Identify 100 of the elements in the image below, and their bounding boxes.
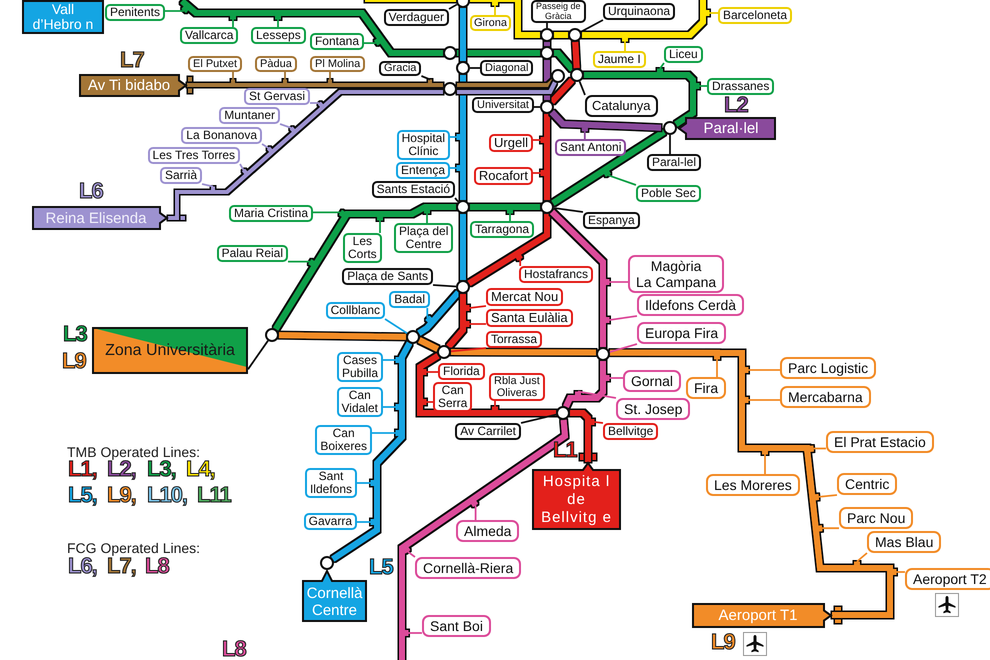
- line-code: L9,: [107, 484, 136, 506]
- station-label: Mas Blau: [867, 531, 942, 553]
- metro-line: [399, 420, 568, 660]
- leader-line: [624, 42, 626, 51]
- metro-line: [550, 78, 574, 104]
- metro-line: [460, 214, 466, 280]
- terminus-label: Vall d’Hebro n: [22, 0, 104, 34]
- leader-line: [426, 401, 433, 403]
- station-label: Tarragona: [470, 221, 534, 238]
- station-label: Fontana: [310, 33, 364, 50]
- line-code: L3,: [147, 458, 176, 480]
- station-label: Fira: [686, 377, 726, 399]
- leader-line: [310, 102, 320, 104]
- interchange-circle: [570, 68, 584, 82]
- station-label: Rocafort: [474, 167, 533, 185]
- interchange-circle: [320, 556, 334, 570]
- leader-line: [578, 81, 586, 96]
- station-label: Poble Sec: [636, 185, 701, 202]
- terminus-label: Paral·lel: [678, 117, 776, 140]
- station-label: Parc Logistic: [780, 357, 876, 379]
- leader-line: [384, 318, 408, 334]
- leader-line: [408, 632, 422, 634]
- station-label: Magòria La Campana: [628, 255, 724, 293]
- station-label: Hospital Clínic: [396, 130, 450, 160]
- leader-line: [432, 284, 456, 288]
- metro-line: [467, 214, 550, 286]
- line-code: L6: [79, 180, 103, 202]
- metro-line: [454, 75, 466, 200]
- station-label: Mercabarna: [780, 386, 871, 408]
- metro-line: [470, 0, 540, 38]
- line-code: L10,: [147, 484, 188, 506]
- interchange-circle: [437, 345, 451, 359]
- leader-line: [822, 527, 839, 530]
- legend-heading: FCG Operated Lines:: [67, 541, 200, 556]
- leader-line: [202, 183, 214, 188]
- leader-line: [494, 6, 496, 15]
- station-label: Gornal: [623, 370, 682, 392]
- station-label: El Prat Estacio: [826, 431, 934, 453]
- line-code: L7,: [107, 555, 136, 577]
- line-code: L8: [222, 638, 246, 660]
- line-code: L2,: [107, 458, 136, 480]
- interchange-circle: [265, 328, 279, 342]
- line-code: L6,: [68, 555, 97, 577]
- metro-line: [470, 204, 540, 216]
- station-label: Vallcarca: [180, 27, 238, 44]
- leader-line: [700, 85, 707, 87]
- line-code: L11: [197, 484, 231, 506]
- metro-line: [538, 114, 550, 200]
- leader-line: [856, 552, 868, 562]
- leader-line: [372, 432, 396, 434]
- metro-line: [554, 32, 568, 38]
- leader-line: [814, 448, 826, 450]
- interchange-circle: [540, 28, 554, 42]
- line-code: L1,: [68, 458, 97, 480]
- leader-line: [232, 72, 234, 80]
- station-label: Almeda: [456, 520, 520, 542]
- interchange-label: Gracia: [379, 61, 422, 76]
- terminus-label: Cornellà Centre: [302, 570, 367, 622]
- leader-line: [609, 343, 638, 353]
- line-code: L9: [62, 350, 86, 372]
- metro-line: [365, 0, 456, 2]
- leader-line: [594, 421, 604, 424]
- station-label: Ildefons Cerdà: [637, 294, 744, 316]
- interchange-circle: [456, 61, 470, 75]
- station-label: Mercat Nou: [486, 288, 564, 306]
- line-code: L4,: [186, 458, 215, 480]
- metro-line: [168, 90, 443, 220]
- leader-line: [448, 4, 458, 10]
- station-label: Maria Cristina: [228, 205, 313, 222]
- interchange-label: Av Carrilet: [455, 423, 521, 440]
- metro-line: [544, 60, 550, 100]
- interchange-circle: [540, 200, 554, 214]
- metro-line: [180, 0, 443, 56]
- interchange-label: Plaça de Sants: [342, 268, 433, 285]
- station-label: Pl Molina: [310, 56, 366, 72]
- interchange-label: Espanya: [583, 212, 640, 229]
- station-label: Sant Boi: [422, 615, 491, 637]
- interchange-label: Passeig de Gràcia: [531, 0, 586, 23]
- leader-line: [383, 359, 396, 361]
- leader-line: [520, 414, 556, 424]
- leader-line: [608, 174, 636, 186]
- interchange-circle: [568, 28, 582, 42]
- station-label: Drassanes: [707, 78, 774, 95]
- leader-line: [469, 305, 486, 309]
- leader-line: [239, 164, 244, 170]
- leader-line: [280, 123, 292, 129]
- station-label: Cases Pubilla: [336, 352, 383, 382]
- leader-line: [470, 323, 486, 325]
- line-code: L7: [120, 49, 144, 71]
- station-label: Aeroport T2: [905, 568, 990, 590]
- metro-line: [551, 129, 666, 206]
- station-label: Gavarra: [304, 513, 357, 530]
- station-label: Palau Reial: [216, 245, 288, 262]
- station-label: Sant Antoni: [555, 139, 626, 156]
- station-label: La Bonanova: [181, 127, 262, 144]
- interchange-circle: [443, 82, 457, 96]
- interchange-circle: [556, 406, 570, 420]
- metro-line: [550, 210, 612, 347]
- line-code: L9: [711, 631, 735, 653]
- station-label: Pàdua: [255, 56, 297, 72]
